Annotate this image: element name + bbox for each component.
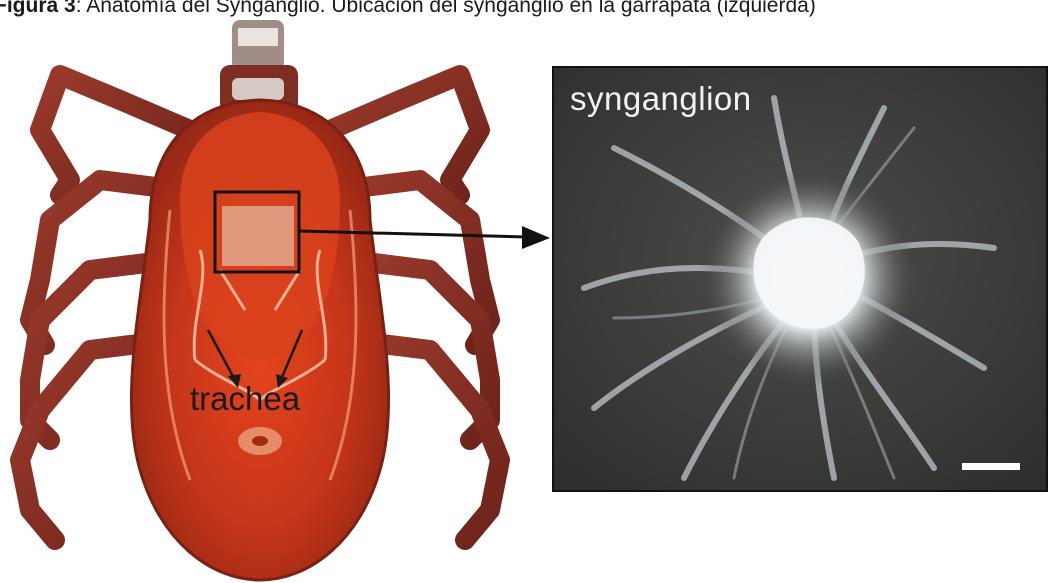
figure-caption-prefix: Figura 3 [0,0,76,17]
synganglion-spot [222,206,294,266]
scale-bar [962,463,1020,470]
synganglion-label: synganglion [570,80,752,118]
figure-caption-text: : Anatomía del Synganglio. Ubicación del… [76,0,816,17]
trachea-label: trachea [190,380,300,418]
tick-illustration [0,20,520,583]
figure-caption: Figura 3: Anatomía del Synganglio. Ubica… [0,0,1054,18]
synganglion-zoom-panel: synganglion [552,66,1048,492]
synganglion-micrograph [554,68,1046,490]
